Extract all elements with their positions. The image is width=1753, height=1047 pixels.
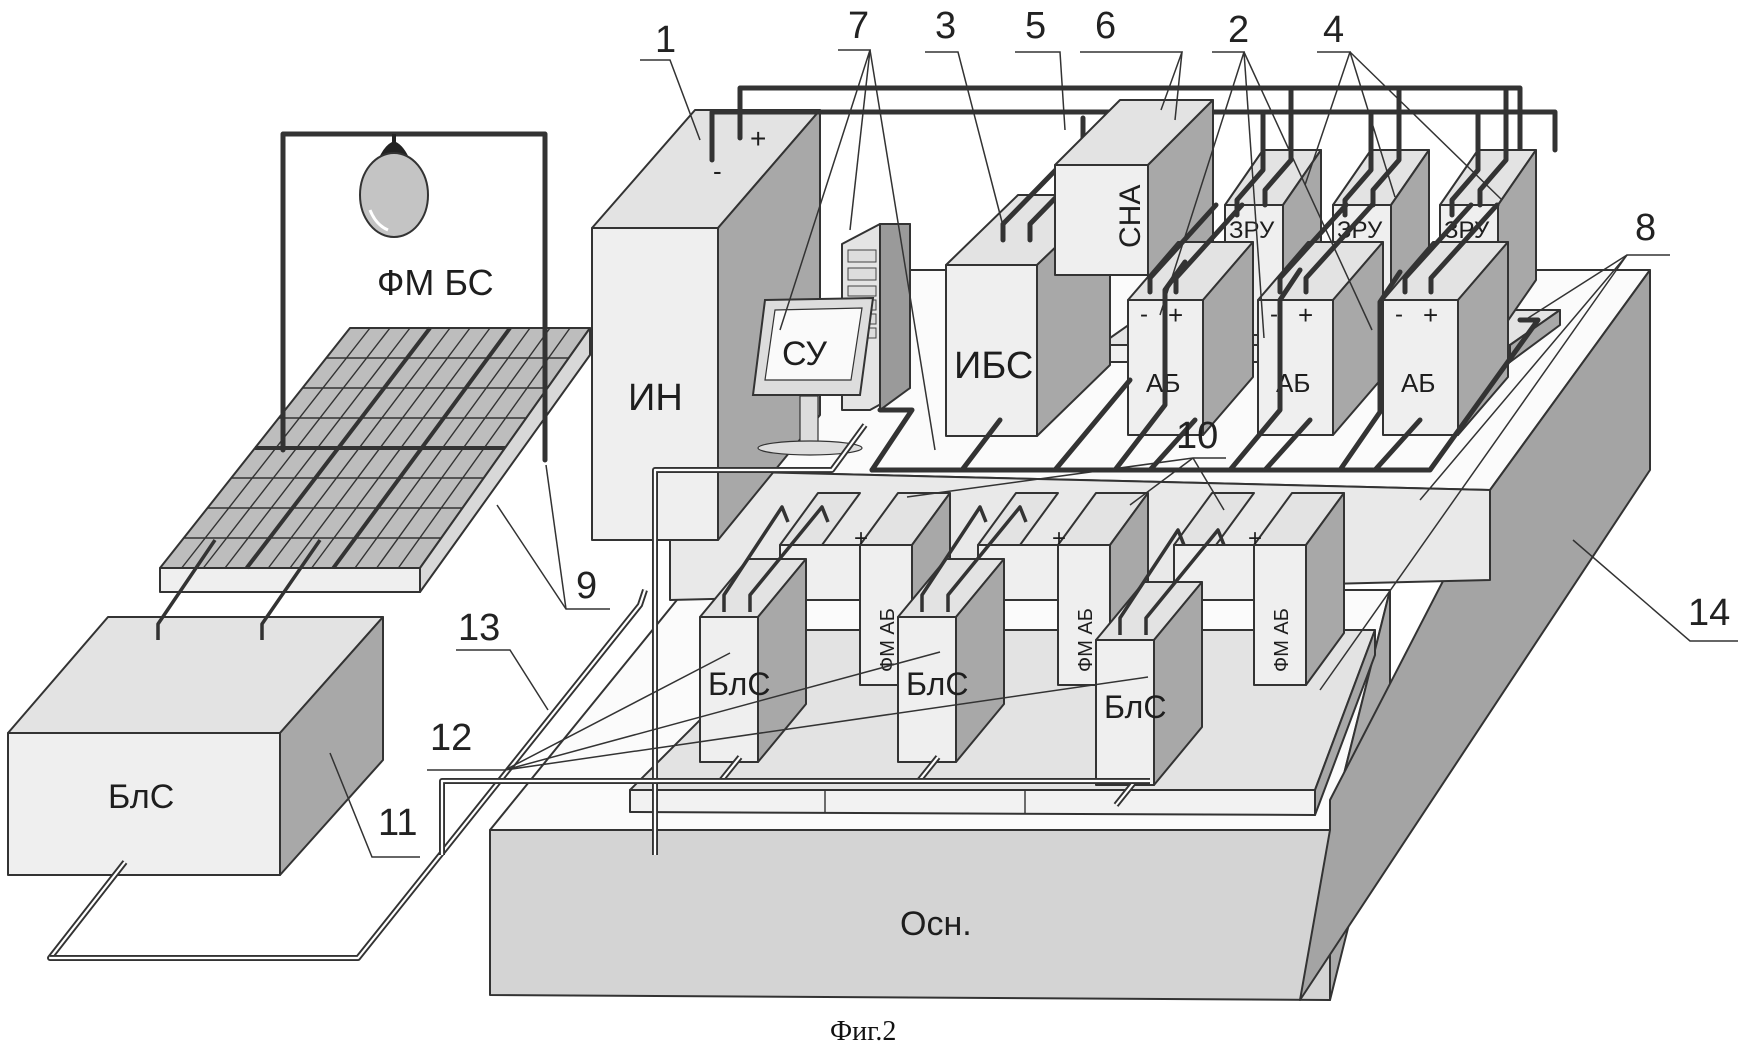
battery-plus-terminal: + <box>1298 300 1313 330</box>
callout-13: 13 <box>458 607 500 649</box>
callout-4: 4 <box>1323 9 1344 51</box>
control-system-label: СУ <box>782 335 827 373</box>
callout-7: 7 <box>848 5 869 47</box>
battery-module-label: ФМ АБ <box>1271 608 1293 672</box>
callout-5: 5 <box>1025 5 1046 47</box>
battery-plus-terminal: + <box>1423 300 1438 330</box>
solar-module-label: ФМ БС <box>377 262 494 303</box>
battery-block-label: БлС <box>708 666 770 702</box>
callout-10: 10 <box>1176 415 1218 457</box>
callout-1: 1 <box>655 19 676 61</box>
inverter-label: ИН <box>628 377 683 419</box>
lamp-bulb-icon <box>360 153 428 237</box>
solar-panel <box>160 328 590 592</box>
callout-2: 2 <box>1228 9 1249 51</box>
battery-minus-terminal: - <box>1270 301 1278 328</box>
battery-minus-terminal: - <box>1395 301 1403 328</box>
ups-label: ИБС <box>954 345 1033 387</box>
auxiliary-label: СНА <box>1114 185 1147 248</box>
base-label: Осн. <box>900 905 972 943</box>
inverter-plus-terminal: + <box>750 123 766 154</box>
callout-11: 11 <box>378 802 417 844</box>
callout-12: 12 <box>430 717 472 759</box>
battery-block-label: БлС <box>906 666 968 702</box>
battery-plus-terminal: + <box>1168 300 1183 330</box>
battery-label: АБ <box>1401 368 1435 398</box>
callout-3: 3 <box>935 5 956 47</box>
remote-block-label: БлС <box>108 778 174 816</box>
callout-6: 6 <box>1095 5 1116 47</box>
charge-controller-label: ЗРУ <box>1229 217 1275 244</box>
callout-14: 14 <box>1688 592 1730 634</box>
battery-module-label: ФМ АБ <box>1075 608 1097 672</box>
battery-module-label: ФМ АБ <box>877 608 899 672</box>
battery-minus-terminal: - <box>1140 301 1148 328</box>
callout-9: 9 <box>576 565 597 607</box>
callout-8: 8 <box>1635 207 1656 249</box>
battery-block-label: БлС <box>1104 689 1166 725</box>
figure-caption: Фиг.2 <box>830 1016 896 1047</box>
